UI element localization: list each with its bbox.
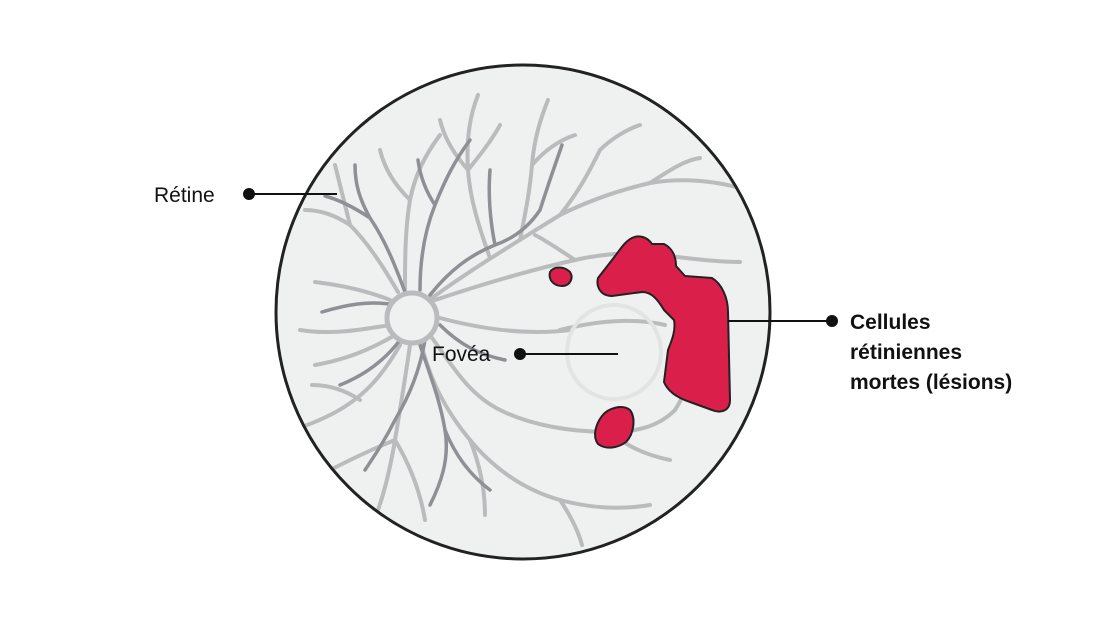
lesion-leader-dot — [826, 315, 838, 327]
retina-leader-dot — [243, 188, 255, 200]
retina-outline — [274, 63, 772, 561]
lesion-label-line-1: Cellules — [850, 311, 931, 334]
lesion-medium — [594, 406, 635, 449]
retina-label: Rétine — [154, 184, 215, 207]
lesion-label-line-2: rétiniennes — [850, 341, 962, 364]
lesion-small — [548, 266, 573, 287]
leader-dots — [243, 188, 838, 360]
lesion-large — [596, 235, 731, 413]
lesions — [548, 235, 731, 449]
fovea-ring — [565, 303, 663, 401]
fovea-label: Fovéa — [432, 343, 491, 366]
fovea-leader-dot — [514, 348, 526, 360]
blood-vessels — [278, 93, 742, 547]
optic-disc-icon — [384, 290, 440, 346]
leader-lines — [250, 193, 832, 355]
lesion-label-line-3: mortes (lésions) — [850, 371, 1012, 394]
